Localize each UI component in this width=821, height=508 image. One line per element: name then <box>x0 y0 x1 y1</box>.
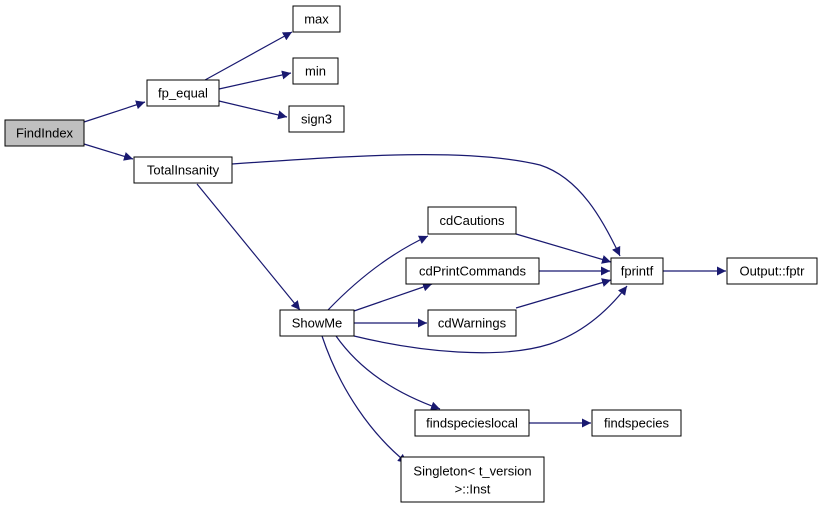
nodes: FindIndex fp_equal max min sign3 TotalIn… <box>4 5 818 503</box>
edge-totalinsanity-showme <box>196 183 301 311</box>
node-min[interactable]: min <box>292 57 339 85</box>
node-cdcautions[interactable]: cdCautions <box>427 206 517 235</box>
node-label: sign3 <box>301 112 332 127</box>
edge-findindex-fp-equal <box>83 100 146 123</box>
edges <box>83 31 726 464</box>
node-label: FindIndex <box>16 126 74 141</box>
edge-fp-equal-sign3 <box>218 100 288 120</box>
node-totalinsanity[interactable]: TotalInsanity <box>133 156 233 184</box>
node-cdprintcommands[interactable]: cdPrintCommands <box>405 257 540 285</box>
node-findindex[interactable]: FindIndex <box>4 119 85 147</box>
node-singleton-inst[interactable]: Singleton< t_version >::Inst <box>400 456 545 503</box>
node-label: fp_equal <box>158 86 208 101</box>
edge-fp-equal-max <box>204 31 293 81</box>
node-sign3[interactable]: sign3 <box>288 105 345 133</box>
node-label: Output::fptr <box>739 264 805 279</box>
node-findspecieslocal[interactable]: findspecieslocal <box>414 409 530 437</box>
edge-showme-singleton-inst <box>321 335 408 464</box>
node-showme[interactable]: ShowMe <box>279 309 355 337</box>
edge-showme-fprintf <box>353 285 628 354</box>
edge-cdwarnings-fprintf <box>515 278 612 309</box>
edge-showme-cdcautions <box>327 235 429 311</box>
node-label: findspecies <box>604 416 670 431</box>
edge-fp-equal-min <box>218 70 292 90</box>
edge-showme-cdprintcommands <box>353 282 433 312</box>
node-label-line-2: >::Inst <box>455 482 491 497</box>
edge-cdcautions-fprintf <box>515 233 612 264</box>
edge-findindex-totalinsanity <box>83 143 134 161</box>
node-label: cdWarnings <box>438 316 507 331</box>
edge-showme-findspecieslocal <box>335 335 441 411</box>
node-max[interactable]: max <box>292 5 341 33</box>
node-findspecies[interactable]: findspecies <box>591 409 682 437</box>
node-output-fptr[interactable]: Output::fptr <box>726 257 818 285</box>
node-label: cdCautions <box>439 213 505 228</box>
node-label: fprintf <box>621 264 654 279</box>
node-cdwarnings[interactable]: cdWarnings <box>427 309 517 337</box>
node-label: min <box>305 64 326 79</box>
node-fprintf[interactable]: fprintf <box>610 257 664 285</box>
node-label: findspecieslocal <box>426 416 518 431</box>
node-fp-equal[interactable]: fp_equal <box>146 79 220 107</box>
node-label: TotalInsanity <box>147 163 220 178</box>
node-label: ShowMe <box>292 316 343 331</box>
node-label: cdPrintCommands <box>419 264 526 279</box>
edge-totalinsanity-fprintf <box>231 154 621 257</box>
node-label: max <box>304 12 329 27</box>
node-label-line-1: Singleton< t_version <box>413 464 531 479</box>
